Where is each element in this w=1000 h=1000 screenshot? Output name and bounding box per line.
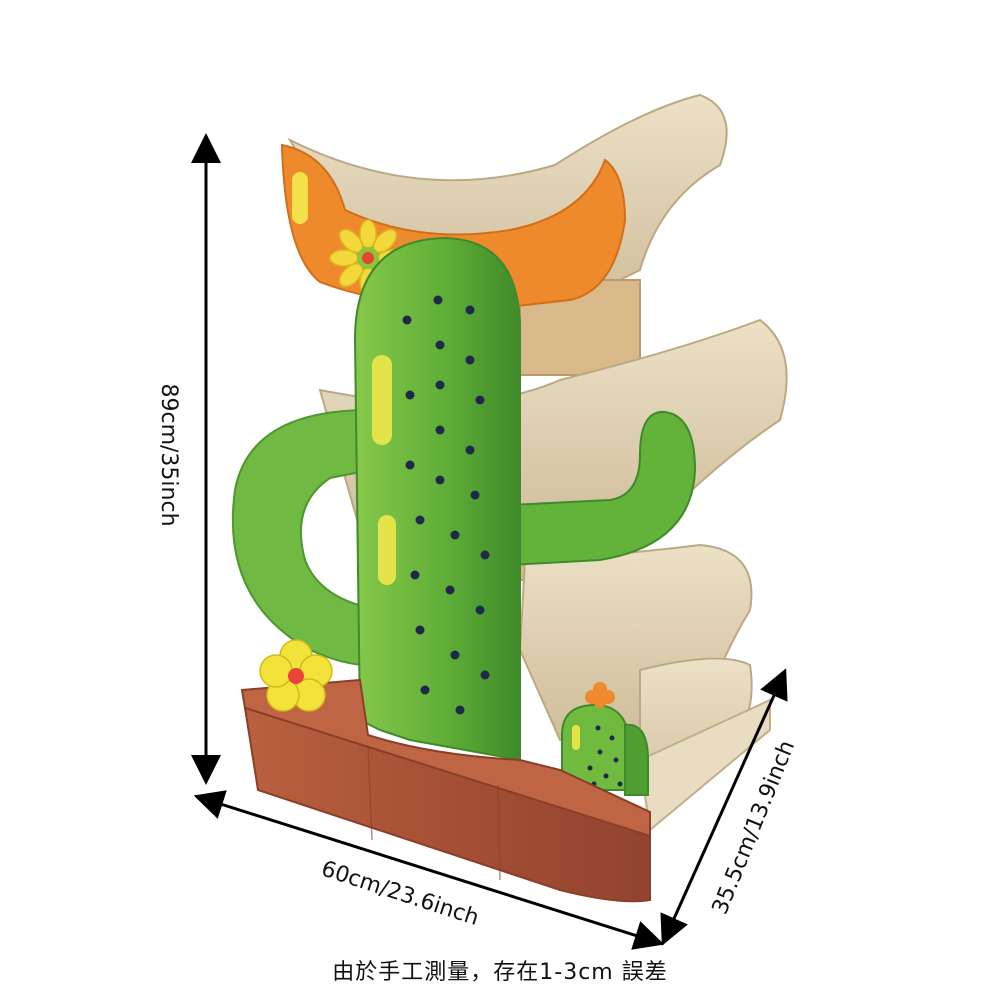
cactus-left-arm [231,408,381,667]
cactus-highlight-2 [378,515,396,585]
cactus-highlight-1 [372,355,392,445]
height-dimension: 89cm/35inch [156,133,221,785]
cactus-right-arm [509,410,697,567]
cactus-trunk [353,236,521,762]
small-cactus [561,682,649,796]
pot-flower [259,639,333,712]
hat-highlight [292,172,308,224]
cactus-dots [402,295,490,715]
small-cactus-flower [585,682,615,708]
width-arrow [193,790,665,950]
height-label: 89cm/35inch [156,383,181,526]
main-cactus [231,236,697,762]
width-label: 60cm/23.6inch [318,857,482,931]
depth-arrow [660,668,788,946]
measurement-note: 由於手工測量，存在1-3cm 誤差 [332,960,668,985]
